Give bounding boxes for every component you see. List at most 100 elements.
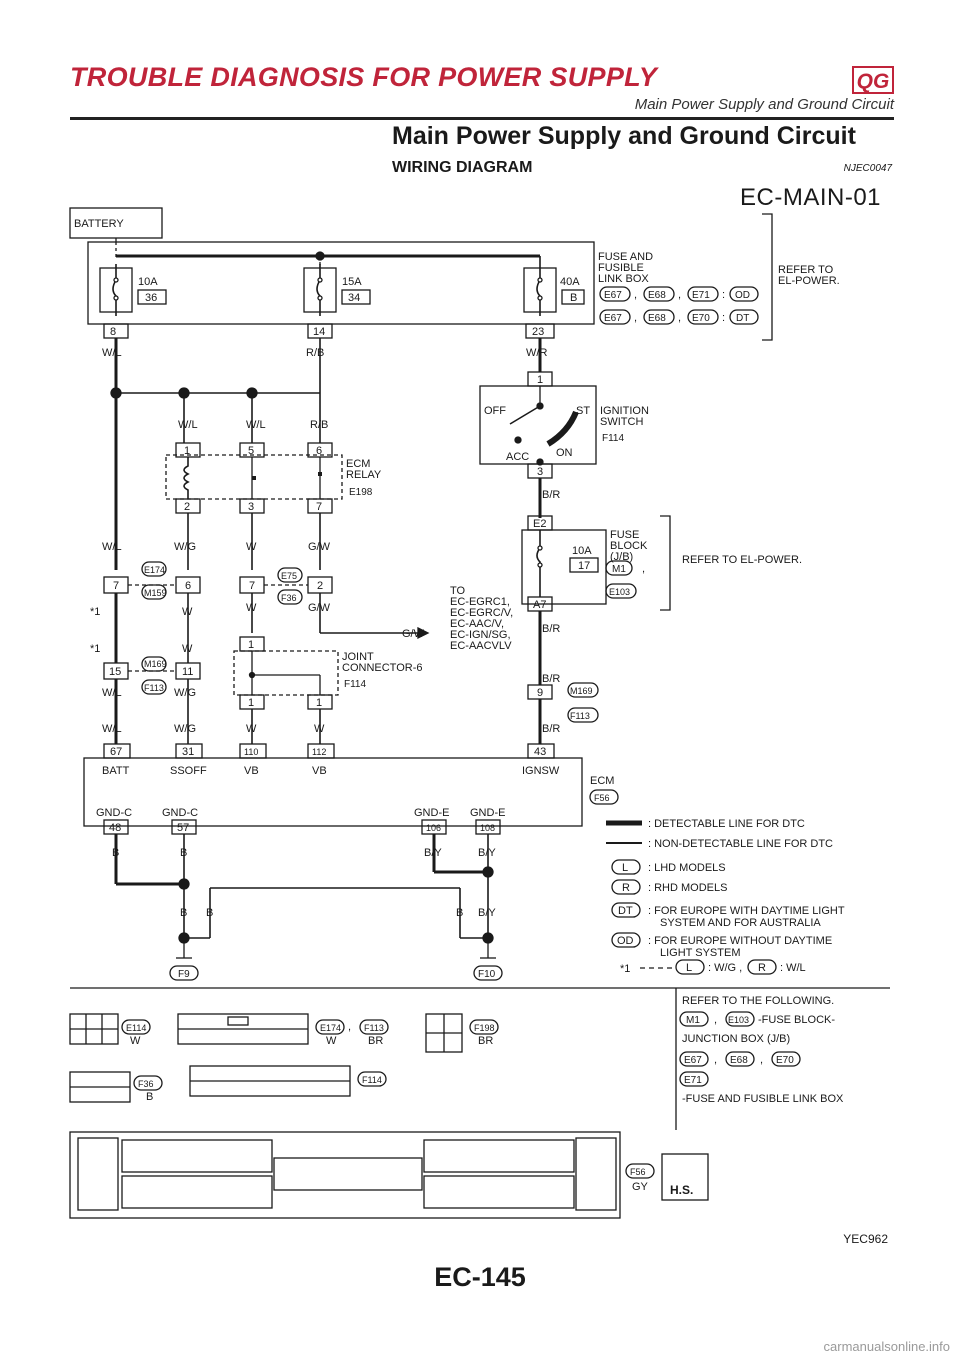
refer-el-power-2: EL-POWER. [778, 275, 840, 287]
wire-br: B/R [542, 489, 560, 501]
conn-id: F36 [138, 1079, 154, 1089]
gnd-name: GND-C [96, 807, 132, 819]
gnd-pin: 108 [480, 823, 495, 833]
gnd-name: GND-C [162, 807, 198, 819]
star-note: *1 [90, 643, 100, 655]
wire-br: B/R [542, 723, 560, 735]
legend-text: : W/L [780, 962, 806, 974]
legend-tag: L [686, 962, 692, 974]
fb-pin: E2 [533, 518, 546, 530]
conn-color: W [326, 1035, 337, 1047]
conn-pin: 7 [113, 580, 119, 592]
gnd-pin: 48 [109, 822, 121, 834]
relay-pin: 2 [184, 501, 190, 513]
relay-pin: 7 [316, 501, 322, 513]
ecm-pin: 112 [312, 747, 326, 757]
relay-pin: 1 [184, 445, 190, 457]
relay-connector: E198 [349, 487, 373, 498]
diagram-id: EC-MAIN-01 [740, 184, 882, 211]
gnd-name: GND-E [470, 807, 505, 819]
legend-text: LIGHT SYSTEM [660, 947, 740, 959]
conn-color: BR [368, 1035, 383, 1047]
wire-w: W [314, 723, 325, 735]
conn-e71: E71 [692, 290, 710, 301]
conn-e174: E174 [144, 565, 165, 575]
fuse1-num: 36 [145, 292, 157, 304]
wire-wl: W/L [246, 419, 266, 431]
wire-b: B [180, 907, 187, 919]
fuse-block-label: (J/B) [610, 551, 633, 563]
fuse-block-num: 17 [578, 560, 590, 572]
legend-text: SYSTEM AND FOR AUSTRALIA [660, 917, 821, 929]
conn-id: F114 [362, 1075, 382, 1085]
wire-b: B [206, 907, 213, 919]
wire-by: B/Y [424, 847, 442, 859]
conn-id: E114 [126, 1023, 146, 1033]
section-subtitle: WIRING DIAGRAM [392, 159, 533, 176]
section-title: Main Power Supply and Ground Circuit [392, 122, 856, 150]
sep: : [722, 312, 725, 324]
figure-code: YEC962 [843, 1232, 888, 1246]
legend-tag: R [758, 962, 766, 974]
ground-f9: F9 [178, 969, 190, 980]
conn-e75: E75 [281, 571, 297, 581]
ecm-block [83, 757, 583, 827]
to-list: EC-AAC/V, [450, 618, 504, 630]
conn-color: GY [632, 1181, 649, 1193]
ecm-pin: 110 [244, 747, 258, 757]
watermark: carmanualsonline.info [823, 1339, 950, 1354]
fuse2-pin: 14 [313, 326, 325, 338]
conn-e68: E68 [730, 1055, 748, 1066]
wire-wl: W/L [102, 723, 122, 735]
conn-id: F198 [474, 1023, 495, 1033]
conn-e67: E67 [684, 1055, 702, 1066]
ign-st: ST [576, 405, 590, 417]
ground-f10: F10 [478, 969, 496, 980]
legend-text: : RHD MODELS [648, 882, 727, 894]
refer-following: REFER TO THE FOLLOWING. [682, 995, 834, 1007]
joint-pin: 1 [248, 697, 254, 709]
fuse-block-amp: 10A [572, 545, 592, 557]
conn-color: W [130, 1035, 141, 1047]
star-note: *1 [90, 606, 100, 618]
ecm-pin: 43 [534, 746, 546, 758]
to-list: EC-EGRC1, [450, 596, 510, 608]
gnd-name: GND-E [414, 807, 449, 819]
fuse2-amp: 15A [342, 276, 362, 288]
legend-tag: L [622, 862, 628, 874]
fuse2-wire: R/B [306, 347, 324, 359]
fuse-box-label-2: FUSIBLE [598, 262, 644, 274]
ecm-pin-name: BATT [102, 765, 130, 777]
ecm-pin-name: IGNSW [522, 765, 560, 777]
to-list: EC-EGRC/V, [450, 607, 513, 619]
ign-acc: ACC [506, 451, 529, 463]
sep: , [714, 1054, 717, 1066]
conn-e68: E68 [648, 290, 666, 301]
fb-pin: A7 [533, 599, 546, 611]
legend-tag: R [622, 882, 630, 894]
fuse1-amp: 10A [138, 276, 158, 288]
hs-icon: H.S. [670, 1183, 693, 1197]
wire-w: W [246, 723, 257, 735]
wire-wl: W/L [102, 541, 122, 553]
gnd-pin: 106 [426, 823, 441, 833]
fuse-block-label: FUSE [610, 529, 639, 541]
ignition-label-1: IGNITION [600, 405, 649, 417]
ecm-pin-name: VB [312, 765, 327, 777]
conn-m1: M1 [686, 1015, 700, 1026]
conn-pin: 9 [537, 687, 543, 699]
conn-pin: 2 [317, 580, 323, 592]
conn-pin: 11 [182, 666, 193, 678]
wire-wl: W/L [178, 419, 198, 431]
ign-off: OFF [484, 405, 506, 417]
ignition-connector: F114 [602, 433, 624, 444]
sep: , [634, 312, 637, 324]
legend-text: : DETECTABLE LINE FOR DTC [648, 818, 805, 830]
conn-e70: E70 [692, 313, 710, 324]
wire-gw: G/W [308, 541, 331, 553]
section-badge: QG [852, 66, 894, 94]
legend-tag: DT [618, 905, 633, 917]
header-rule [70, 117, 894, 120]
refer-following: -FUSE BLOCK- [758, 1014, 835, 1026]
